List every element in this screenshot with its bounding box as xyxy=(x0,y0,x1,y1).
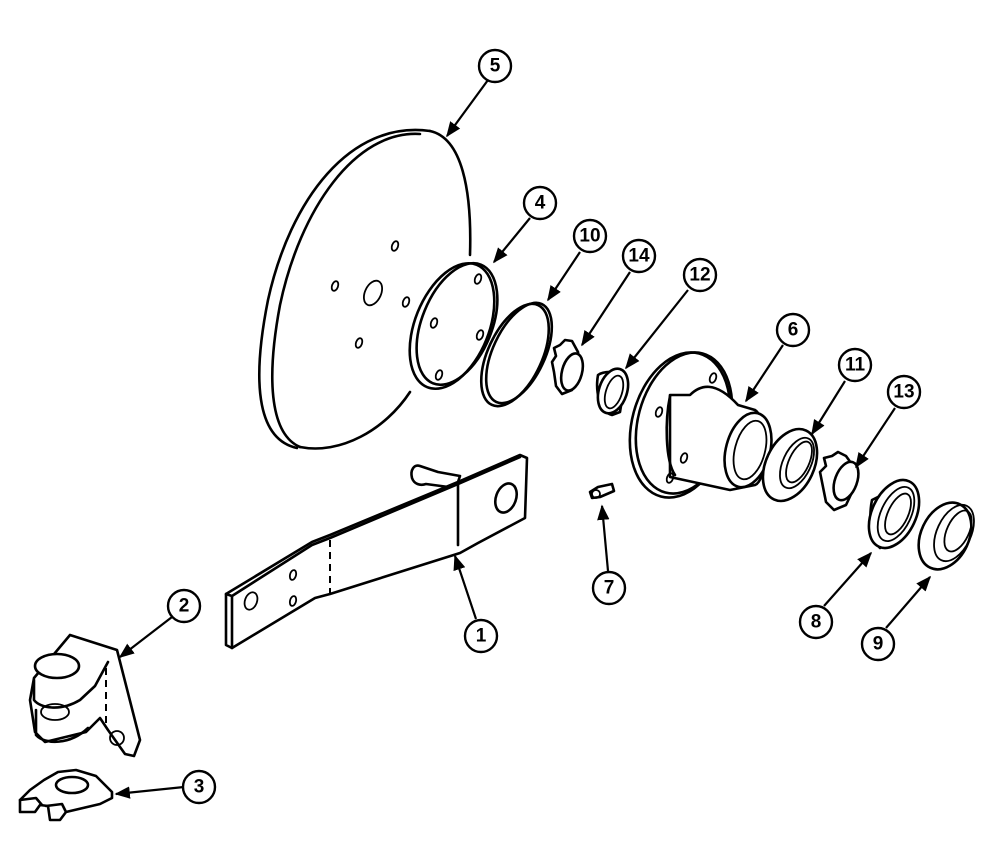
svg-text:8: 8 xyxy=(811,612,822,633)
svg-text:7: 7 xyxy=(604,578,615,599)
callout-2: 2 xyxy=(166,588,202,624)
svg-text:11: 11 xyxy=(845,355,866,376)
callout-9: 9 xyxy=(860,626,896,662)
clamp-part-3 xyxy=(18,768,114,822)
seal-part-8 xyxy=(867,478,921,550)
callout-4: 4 xyxy=(522,185,558,221)
bearing-cup-part-12 xyxy=(595,367,630,417)
svg-text:12: 12 xyxy=(689,265,710,286)
callout-8: 8 xyxy=(798,604,834,640)
svg-text:3: 3 xyxy=(194,777,205,798)
svg-text:9: 9 xyxy=(873,634,884,655)
svg-text:10: 10 xyxy=(579,226,600,247)
svg-text:13: 13 xyxy=(893,382,914,403)
svg-text:2: 2 xyxy=(179,596,190,617)
arm-part-1 xyxy=(224,453,529,650)
disc-part-5 xyxy=(258,128,472,450)
callout-6: 6 xyxy=(775,312,811,348)
leader-lines xyxy=(114,79,932,799)
callout-5: 5 xyxy=(477,48,513,84)
callout-3: 3 xyxy=(181,769,217,805)
svg-text:6: 6 xyxy=(788,320,799,341)
svg-text:14: 14 xyxy=(628,246,650,267)
bearing-cup-part-11 xyxy=(761,427,819,503)
svg-text:1: 1 xyxy=(476,626,487,647)
grease-fitting-part-7 xyxy=(588,482,616,500)
hub-part-6 xyxy=(628,351,773,499)
callout-1: 1 xyxy=(463,618,499,654)
gasket-part-10 xyxy=(479,301,554,408)
callout-7: 7 xyxy=(591,570,627,606)
bearing-cone-part-13 xyxy=(818,450,860,512)
svg-text:5: 5 xyxy=(490,56,501,77)
bracket-part-2 xyxy=(28,633,142,758)
callout-14: 14 xyxy=(621,238,657,274)
dust-cap-part-9 xyxy=(917,501,975,571)
callout-13: 13 xyxy=(886,374,922,410)
bearing-cone-part-14 xyxy=(550,338,585,396)
callout-12: 12 xyxy=(682,257,718,293)
svg-text:4: 4 xyxy=(535,193,546,214)
plate-part-4 xyxy=(408,261,499,391)
callout-11: 11 xyxy=(837,347,873,383)
callout-10: 10 xyxy=(572,218,608,254)
